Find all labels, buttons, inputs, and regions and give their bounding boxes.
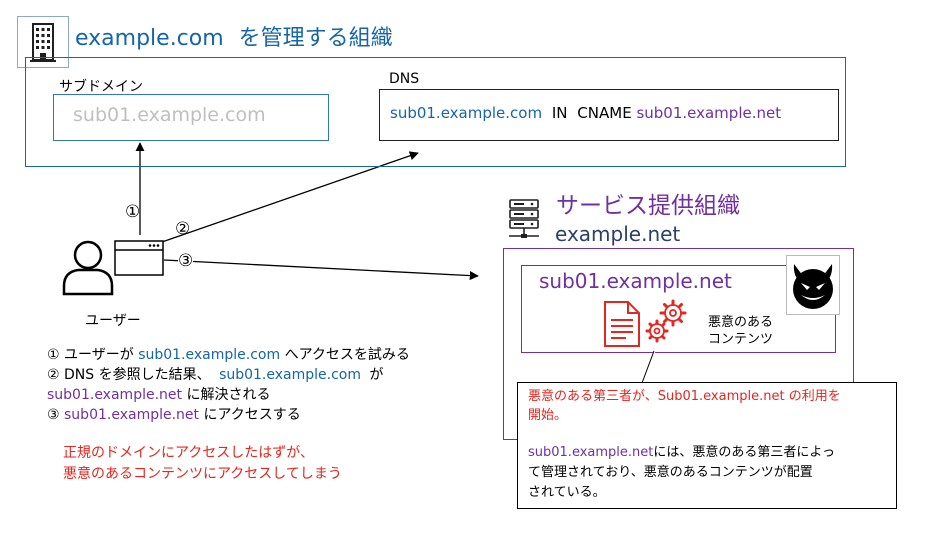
org-container [25, 57, 846, 167]
service-org-domain: example.net [555, 222, 681, 246]
step-1-num: ① [47, 347, 60, 363]
dns-box: sub01.example.com IN CNAME sub01.example… [379, 89, 839, 141]
document-icon [602, 300, 642, 352]
gears-icon [642, 298, 690, 352]
step-1-c: へアクセスを試みる [284, 347, 410, 363]
dns-record-type: CNAME [577, 104, 632, 122]
step-1-a: ユーザーが [64, 347, 134, 363]
step-2-domain: sub01.example.com [219, 367, 361, 383]
browser-icon [114, 240, 164, 280]
warning-line2: 悪意のあるコンテンツにアクセスしてしまう [63, 466, 342, 482]
step-3-domain: sub01.example.net [64, 407, 200, 423]
service-org-title: サービス提供組織 [556, 193, 740, 219]
content-label: 悪意のある コンテンツ [708, 314, 773, 348]
step-3-num: ③ [47, 407, 60, 423]
dns-record-target: sub01.example.net [636, 104, 782, 122]
arrow-1-label: ① [125, 202, 141, 222]
callout-red-line1: 悪意のある第三者が、Sub01.example.net の利用を [528, 389, 841, 404]
dns-record: sub01.example.com IN CNAME sub01.example… [390, 104, 781, 122]
step-1: ① ユーザーが sub01.example.com へアクセスを試みる [47, 345, 410, 365]
server-icon [505, 198, 545, 246]
dns-label: DNS [389, 71, 420, 87]
malicious-host-box: sub01.example.net 悪意のある コンテンツ [521, 265, 836, 353]
step-1-domain: sub01.example.com [138, 347, 281, 363]
arrow-3-label: ③ [178, 251, 194, 271]
dns-record-name: sub01.example.com [390, 104, 543, 122]
step-2-c: が [369, 367, 384, 383]
callout-body-line3: されている。 [528, 485, 606, 500]
callout-body-domain: sub01.example.net [528, 445, 654, 460]
callout-red-text: 悪意のある第三者が、Sub01.example.net の利用を 開始。 [528, 387, 841, 425]
callout-red-line2: 開始。 [528, 408, 568, 423]
org-title-suffix: を管理する組織 [238, 26, 393, 51]
content-label-line2: コンテンツ [708, 332, 774, 347]
step-2-cont-domain: sub01.example.net [47, 387, 183, 403]
user-label: ユーザー [85, 313, 141, 329]
arrow-2-label: ② [175, 219, 191, 239]
dns-record-class: IN [551, 104, 568, 122]
callout-box: 悪意のある第三者が、Sub01.example.net の利用を 開始。 sub… [517, 382, 897, 509]
warning-line1: 正規のドメインにアクセスしたはずが、 [63, 445, 315, 461]
malicious-host-domain: sub01.example.net [539, 269, 732, 293]
callout-body-line2: て管理されており、悪意のあるコンテンツが配置 [528, 465, 813, 480]
callout-body-text: sub01.example.netには、悪意のある第三者によっ て管理されており… [528, 443, 835, 503]
step-2-num: ② [47, 367, 60, 383]
callout-body-line1-rest: には、悪意のある第三者によっ [653, 445, 835, 460]
step-3-b: にアクセスする [203, 407, 301, 423]
devil-icon [786, 255, 840, 315]
user-icon [60, 238, 116, 300]
arrow-2 [161, 151, 419, 243]
callout-body-line1: sub01.example.netには、悪意のある第三者によっ [528, 443, 835, 463]
subdomain-value: sub01.example.com [73, 104, 266, 126]
step-2-a: DNS を参照した結果、 [64, 367, 211, 383]
org-title: example.com を管理する組織 [75, 20, 393, 52]
arrow-3 [163, 259, 479, 281]
subdomain-label: サブドメイン [59, 79, 143, 95]
content-label-line1: 悪意のある [708, 315, 774, 330]
warning-text: 正規のドメインにアクセスしたはずが、 悪意のあるコンテンツにアクセスしてしまう [63, 443, 342, 485]
step-2-cont-b: に解決される [186, 387, 271, 403]
org-title-domain: example.com [75, 26, 224, 51]
step-2: ② DNS を参照した結果、 sub01.example.com が [47, 365, 383, 385]
step-2-cont: sub01.example.net に解決される [47, 385, 270, 405]
step-3: ③ sub01.example.net にアクセスする [47, 405, 301, 425]
subdomain-box: sub01.example.com [53, 94, 329, 141]
